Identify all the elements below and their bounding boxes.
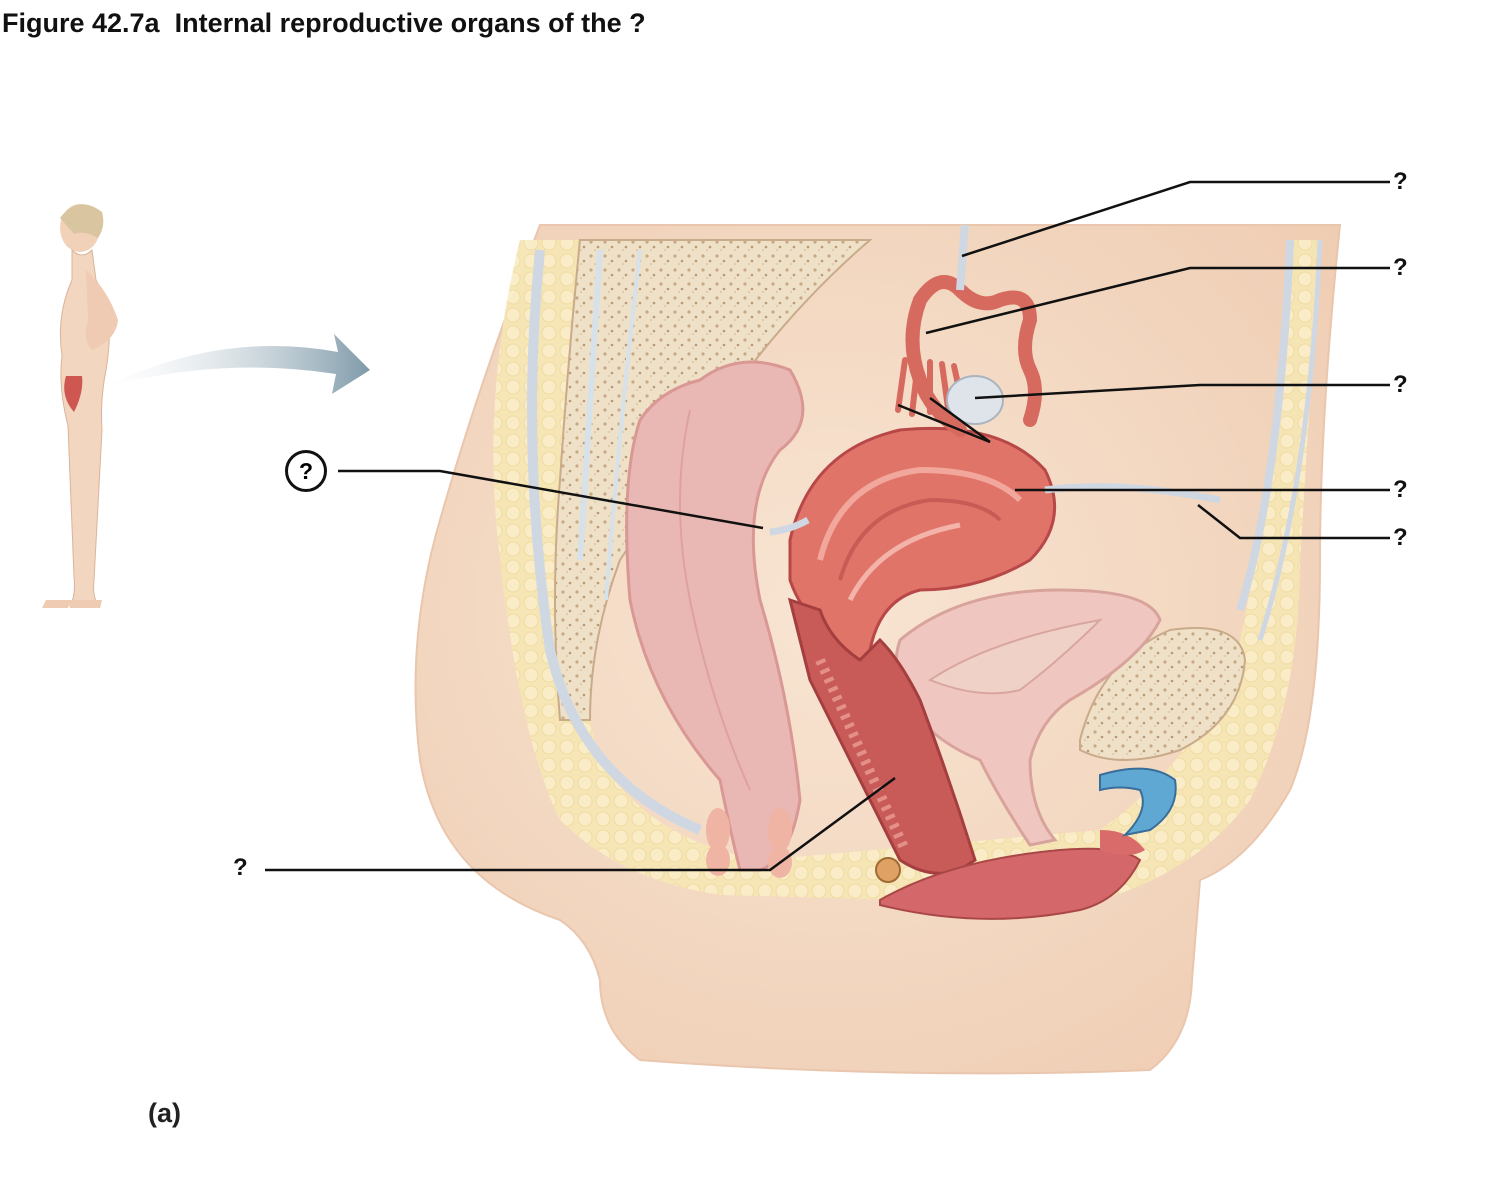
- label-mid-5[interactable]: ?: [1393, 524, 1408, 551]
- zoom-arrow-icon: [102, 334, 370, 394]
- label-bottom-left[interactable]: ?: [233, 854, 248, 881]
- panel-label: (a): [148, 1098, 181, 1128]
- suspensory-ligament: [956, 224, 969, 291]
- posterior-ligament: [769, 516, 810, 536]
- label-left-circled[interactable]: ?: [285, 450, 327, 492]
- figure-caption: Internal reproductive organs of the ?: [174, 8, 646, 38]
- labia: [879, 847, 1142, 920]
- bladder: [894, 588, 1162, 847]
- leader-lines: [265, 180, 1390, 872]
- figure-number: Figure 42.7a: [2, 8, 160, 38]
- ovary: [946, 375, 1004, 425]
- woman-figure-icon: [42, 204, 118, 608]
- bartholin-gland: [875, 857, 901, 883]
- label-mid-4[interactable]: ?: [1393, 476, 1408, 503]
- fimbriae: [895, 357, 965, 417]
- vagina: [787, 597, 977, 875]
- label-mid-3[interactable]: ?: [1393, 371, 1408, 398]
- round-ligament: [1044, 483, 1221, 504]
- label-top-1[interactable]: ?: [1393, 168, 1408, 195]
- oviduct: [905, 275, 1042, 437]
- label-top-2[interactable]: ?: [1393, 254, 1408, 281]
- anal-sphincter: [706, 808, 792, 878]
- spongy-tissue: [1099, 767, 1177, 837]
- figure-title: Figure 42.7a Internal reproductive organ…: [2, 8, 646, 39]
